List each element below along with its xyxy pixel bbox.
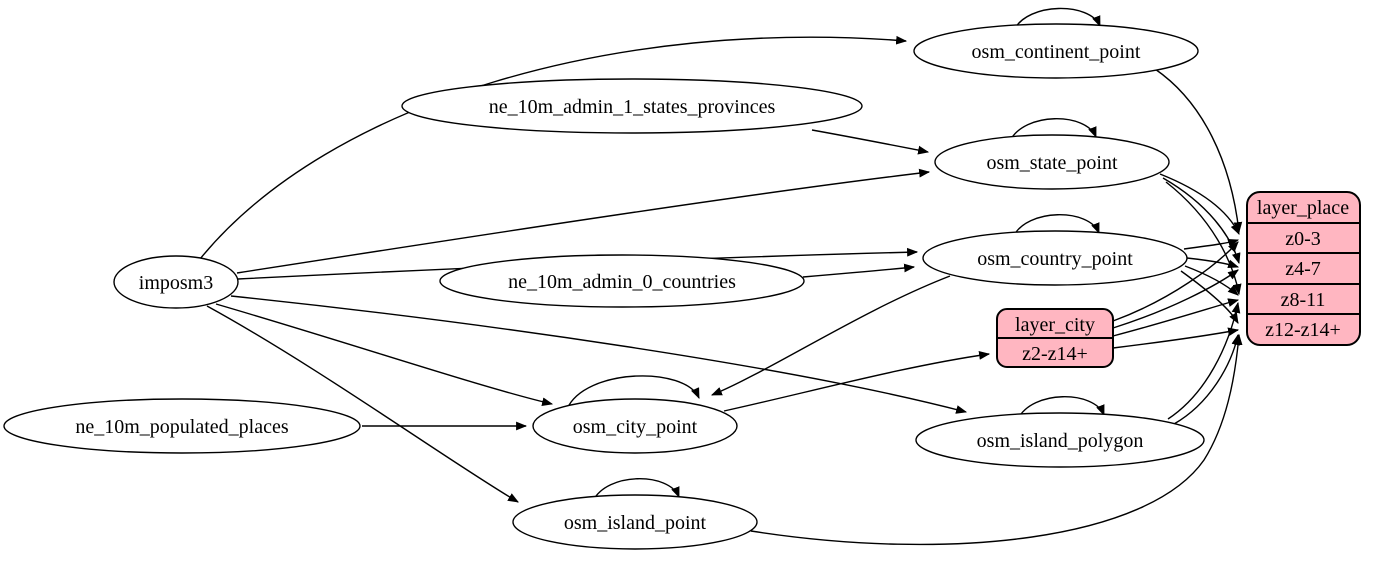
layer-city-title: layer_city [1015, 314, 1095, 336]
edge-loop-islandpoint [592, 478, 680, 502]
node-osm-continent-point: osm_continent_point [913, 23, 1199, 79]
edge-state-z8 [1165, 181, 1242, 296]
node-ne-10m-populated-places: ne_10m_populated_places [3, 398, 361, 454]
node-osm-country-point: osm_country_point [922, 230, 1188, 286]
layer-place-row-z0-3: z0-3 [1285, 228, 1321, 250]
layer-city-row-z2-z14: z2-z14+ [1022, 343, 1088, 365]
edge-loop-city [566, 375, 700, 410]
edge-loop-islandpolygon [1017, 396, 1105, 420]
edge-layercity-z0 [1112, 241, 1239, 322]
edge-layer [199, 7, 1243, 546]
layer-place-row-z12-z14: z12-z14+ [1265, 319, 1341, 341]
edge-ne1-state [811, 129, 930, 155]
node-ne-10m-admin-0-countries: ne_10m_admin_0_countries [439, 254, 805, 308]
edge-loop-country [1012, 214, 1100, 238]
edge-imposm3-islandpolygon [230, 295, 968, 414]
node-osm-island-polygon-label: osm_island_polygon [977, 430, 1144, 452]
layer-place-row-z4-7: z4-7 [1285, 258, 1321, 280]
layer-place-row-z8-11: z8-11 [1281, 289, 1326, 311]
edge-loop-continent [1013, 7, 1101, 31]
edge-layercity-z8 [1112, 298, 1240, 337]
node-ne-10m-populated-places-label: ne_10m_populated_places [75, 416, 288, 438]
node-osm-city-point: osm_city_point [532, 398, 738, 454]
node-ne-10m-admin-1-states-provinces-label: ne_10m_admin_1_states_provinces [489, 96, 776, 118]
edge-imposm3-state [236, 168, 931, 274]
node-osm-island-point: osm_island_point [512, 494, 758, 550]
edge-layercity-z12 [1112, 327, 1240, 349]
edge-loop-state [1009, 118, 1097, 142]
edge-city-layercity [723, 351, 991, 412]
edge-continent-z0 [1154, 68, 1243, 234]
node-osm-continent-point-label: osm_continent_point [972, 41, 1141, 63]
edge-islandpoint-z12 [750, 333, 1243, 546]
node-osm-state-point-label: osm_state_point [986, 152, 1118, 174]
edge-country-z0 [1183, 238, 1240, 250]
node-layer-place: layer_place z0-3 z4-7 z8-11 z12-z14+ [1246, 191, 1361, 346]
node-osm-island-polygon: osm_island_polygon [915, 412, 1205, 468]
edge-ne0-country [802, 263, 916, 278]
node-imposm3-label: imposm3 [139, 272, 213, 294]
node-ne-10m-admin-0-countries-label: ne_10m_admin_0_countries [508, 271, 736, 293]
node-ne-10m-admin-1-states-provinces: ne_10m_admin_1_states_provinces [401, 78, 863, 134]
edge-state-z4 [1162, 177, 1241, 265]
node-osm-city-point-label: osm_city_point [573, 416, 698, 438]
node-osm-state-point: osm_state_point [934, 134, 1170, 190]
edge-country-z12 [1180, 270, 1239, 324]
edge-imposm3-city [215, 303, 554, 407]
edge-state-z0 [1159, 173, 1240, 235]
edge-islandpolygon-z8 [1167, 301, 1241, 420]
edge-imposm3-islandpoint [206, 305, 519, 503]
node-osm-island-point-label: osm_island_point [564, 512, 707, 534]
node-osm-country-point-label: osm_country_point [977, 248, 1133, 270]
edge-country-city [710, 275, 951, 396]
edge-country-z4 [1186, 257, 1240, 269]
node-imposm3: imposm3 [113, 255, 239, 309]
edge-layercity-z4 [1112, 269, 1239, 329]
node-layer-city: layer_city z2-z14+ [996, 308, 1114, 368]
layer-place-title: layer_place [1257, 197, 1349, 219]
edge-imposm3-continent [199, 35, 908, 260]
